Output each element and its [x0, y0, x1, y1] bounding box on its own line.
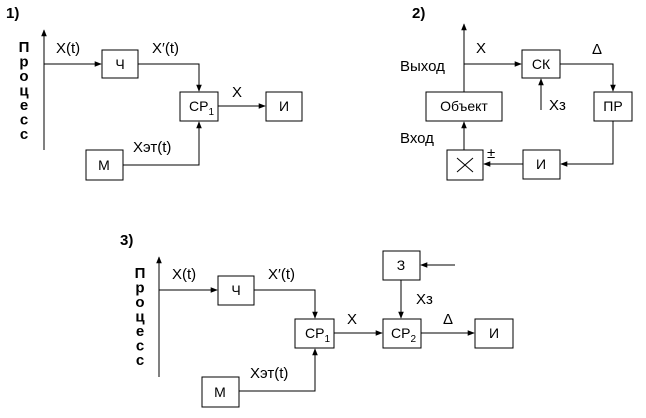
block-i-3-label: И [489, 325, 499, 341]
process-letter: ц [135, 309, 145, 326]
signal-x-label-3: X(t) [172, 266, 196, 283]
arrow-ch-to-cp1-3 [254, 289, 318, 319]
block-i-3 [474, 318, 514, 349]
signal-x-label-2: X [476, 40, 486, 57]
block-z [382, 250, 421, 281]
block-cp1-3 [294, 318, 335, 349]
block-sk-label: СК [532, 56, 551, 72]
block-cp2-label: CP2 [391, 325, 416, 345]
arrow-sk-to-pr [560, 63, 616, 92]
block-pr [593, 91, 633, 122]
block-cp1-3-label: CP1 [305, 325, 330, 345]
signal-x-prime-label-3: X′(t) [268, 266, 295, 283]
block-m [85, 149, 124, 181]
signal-out-label-3: X [347, 311, 357, 328]
process-letter: с [136, 338, 144, 355]
arrow-m-to-cp1 [123, 121, 202, 166]
block-object-label: Объект [440, 98, 488, 114]
signal-delta-label: Δ [592, 41, 602, 58]
block-ch [101, 49, 139, 79]
signal-xz-label: Xз [549, 97, 566, 114]
block-pr-label: ПР [603, 98, 622, 114]
block-z-label: З [397, 257, 405, 273]
signal-x-prime-label: X′(t) [152, 40, 179, 57]
block-m-label: М [98, 157, 110, 173]
process-letter: о [135, 294, 144, 311]
arrow-m-to-cp1-3 [239, 348, 318, 392]
block-i-2 [522, 149, 561, 180]
block-i [265, 91, 303, 122]
block-m-3 [201, 376, 240, 408]
block-i-label: И [279, 98, 289, 114]
process-letter: е [20, 97, 28, 114]
process-letter: р [135, 280, 144, 297]
signal-out-label: X [232, 84, 242, 101]
diagram-2: 2) X Выход СК Xз Δ ПР И ± Вход [400, 5, 633, 181]
output-label: Выход [400, 58, 445, 75]
arrow-pr-to-i [560, 121, 614, 167]
arrow-ch-to-cp1 [138, 63, 202, 92]
block-cp2 [382, 318, 422, 349]
signal-xz-label-3: Xз [416, 291, 433, 308]
block-ch-3 [217, 275, 255, 306]
block-ch-label: Ч [115, 56, 124, 72]
diagram-2-number: 2) [412, 5, 425, 22]
process-letter: с [20, 126, 28, 143]
diagram-3-number: 3) [120, 232, 133, 249]
block-i-2-label: И [536, 156, 546, 172]
process-letter: е [136, 323, 144, 340]
signal-ref-label-3: Xэт(t) [250, 365, 288, 382]
process-letter: р [19, 54, 28, 71]
block-cp1-label: CP1 [189, 98, 214, 118]
signal-delta-label-3: Δ [443, 311, 453, 328]
process-letter: с [136, 352, 144, 369]
process-letter: ц [19, 83, 29, 100]
block-object [425, 91, 503, 122]
process-letter: П [135, 265, 146, 282]
process-letter: с [20, 112, 28, 129]
block-ch-3-label: Ч [231, 282, 240, 298]
input-label: Вход [400, 130, 434, 147]
process-letter: о [19, 68, 28, 85]
block-cp1 [179, 91, 219, 122]
process-letter: П [19, 39, 30, 56]
signal-x-label: X(t) [56, 40, 80, 57]
sign-label: ± [487, 145, 495, 162]
block-sk [521, 49, 561, 79]
signal-ref-label: Xэт(t) [133, 139, 171, 156]
diagram-1-number: 1) [6, 5, 19, 22]
block-m-3-label: М [214, 384, 226, 400]
multiplier-cross-b [456, 157, 474, 173]
